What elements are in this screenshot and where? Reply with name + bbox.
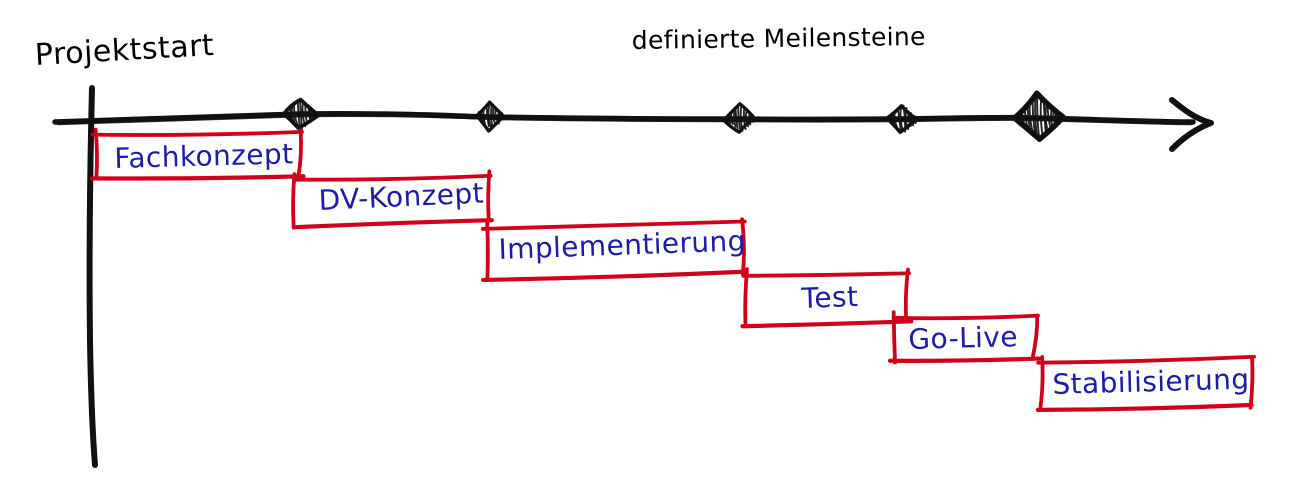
diamond-hatch-stroke: [497, 109, 502, 122]
diamond-hatch-stroke: [1046, 104, 1053, 131]
diamond-hatch-stroke: [748, 113, 752, 126]
diamond-hatch-stroke: [1034, 98, 1039, 139]
phase-box-edge: [480, 219, 747, 231]
diamond-hatch-stroke: [296, 101, 301, 127]
diamond-hatch-stroke: [1031, 99, 1037, 137]
phase-box-edge: [296, 128, 303, 178]
phase-box-stabilisierung: [1035, 354, 1256, 412]
phase-box-edge: [1036, 354, 1256, 365]
diamond-hatch-stroke: [1036, 95, 1041, 141]
phase-box-edge: [1030, 313, 1040, 361]
diamond-hatch-stroke: [1017, 111, 1023, 125]
phase-box-edge: [891, 310, 897, 365]
phase-box-dv-konzept: [291, 169, 494, 230]
diamond-hatch-stroke: [909, 112, 915, 127]
diamond-hatch-stroke: [311, 109, 316, 119]
diamond-hatch-stroke: [1058, 113, 1062, 122]
milestone-markers: [281, 90, 1067, 142]
diamond-hatch-stroke: [309, 106, 313, 121]
phase-box-edge: [1035, 402, 1254, 412]
diamond-hatch-stroke: [742, 107, 747, 130]
diamond-hatch-stroke: [477, 111, 482, 120]
diamond-hatch-stroke: [286, 109, 290, 118]
diamond-hatch-stroke: [1044, 103, 1050, 134]
diamond-hatch-stroke: [896, 107, 902, 132]
diamond-hatch-stroke: [492, 105, 497, 126]
diamond-hatch-stroke: [1050, 107, 1054, 129]
phase-box-edge: [291, 173, 493, 182]
phase-box-go-live: [887, 310, 1041, 365]
phase-box-edge: [93, 127, 99, 179]
diamond-hatch-stroke: [301, 100, 307, 128]
phase-box-edge: [903, 267, 910, 324]
diamond-hatch-stroke: [1039, 98, 1044, 139]
diamond-hatch-stroke: [307, 104, 312, 123]
diamond-hatch-stroke: [730, 111, 734, 126]
phase-box-edge: [485, 218, 490, 282]
diamond-hatch-stroke: [1020, 109, 1026, 128]
phase-boxes: [89, 127, 1256, 412]
diamond-hatch-stroke: [888, 114, 894, 124]
phase-box-edge: [90, 129, 304, 137]
diamond-hatch-stroke: [1015, 114, 1020, 123]
milestone-diamond-icon: [885, 104, 919, 135]
phase-box-edge: [887, 356, 1041, 363]
diamond-hatch-stroke: [485, 104, 490, 128]
diamond-hatch-stroke: [479, 109, 484, 123]
phase-box-edge: [891, 313, 1040, 321]
diamond-hatch-stroke: [487, 104, 492, 128]
phase-box-edge: [743, 267, 749, 325]
milestone-diamond-icon: [722, 102, 757, 134]
diamond-hatch-stroke: [893, 110, 899, 129]
diamond-hatch-stroke: [494, 107, 500, 125]
phase-box-edge: [741, 271, 911, 278]
phase-box-implementierung: [480, 217, 747, 283]
diamond-hatch-stroke: [482, 107, 486, 125]
diamond-hatch-stroke: [290, 105, 296, 122]
phase-box-edge: [486, 169, 492, 223]
diamond-hatch-stroke: [899, 105, 904, 132]
axis-baseline-overlay: [56, 114, 1193, 126]
diamond-hatch-stroke: [1025, 103, 1031, 132]
milestone-diamond-icon: [475, 100, 506, 133]
diamond-hatch-stroke: [490, 103, 494, 130]
diamond-hatch-stroke: [1028, 103, 1034, 134]
diamond-hatch-stroke: [732, 110, 737, 128]
diamond-hatch-stroke: [737, 105, 742, 131]
diamond-hatch-stroke: [907, 110, 912, 127]
project-start-vertical-line: [86, 85, 98, 468]
phase-box-test: [740, 267, 914, 329]
diamond-hatch-stroke: [298, 98, 303, 131]
diamond-hatch-stroke: [1052, 108, 1058, 128]
diamond-hatch-stroke: [734, 107, 739, 130]
phase-box-edge: [481, 269, 747, 283]
diamond-hatch-stroke: [739, 106, 744, 132]
diamond-hatch-stroke: [726, 114, 732, 125]
diamond-hatch-stroke: [750, 113, 755, 123]
diamond-hatch-stroke: [1023, 106, 1029, 130]
phase-box-edge: [740, 319, 914, 329]
diamond-hatch-stroke: [304, 102, 309, 125]
phase-box-fachkonzept: [89, 127, 306, 181]
diamond-hatch-stroke: [745, 110, 750, 128]
diamond-hatch-stroke: [904, 107, 910, 130]
phase-box-edge: [89, 174, 306, 181]
diamond-hatch-stroke: [913, 115, 917, 125]
phase-box-edge: [1038, 355, 1045, 412]
diamond-hatch-stroke: [1054, 110, 1060, 126]
phase-box-edge: [1248, 355, 1255, 410]
phase-box-edge: [291, 172, 297, 230]
diamond-hatch-stroke: [293, 102, 299, 127]
phase-box-edge: [291, 218, 494, 230]
phase-box-edge: [740, 217, 746, 277]
milestone-diamond-icon: [1011, 90, 1067, 142]
diamond-hatch-stroke: [500, 111, 505, 121]
axis-arrowhead-icon: [1169, 97, 1214, 152]
milestone-diamond-icon: [281, 97, 321, 131]
